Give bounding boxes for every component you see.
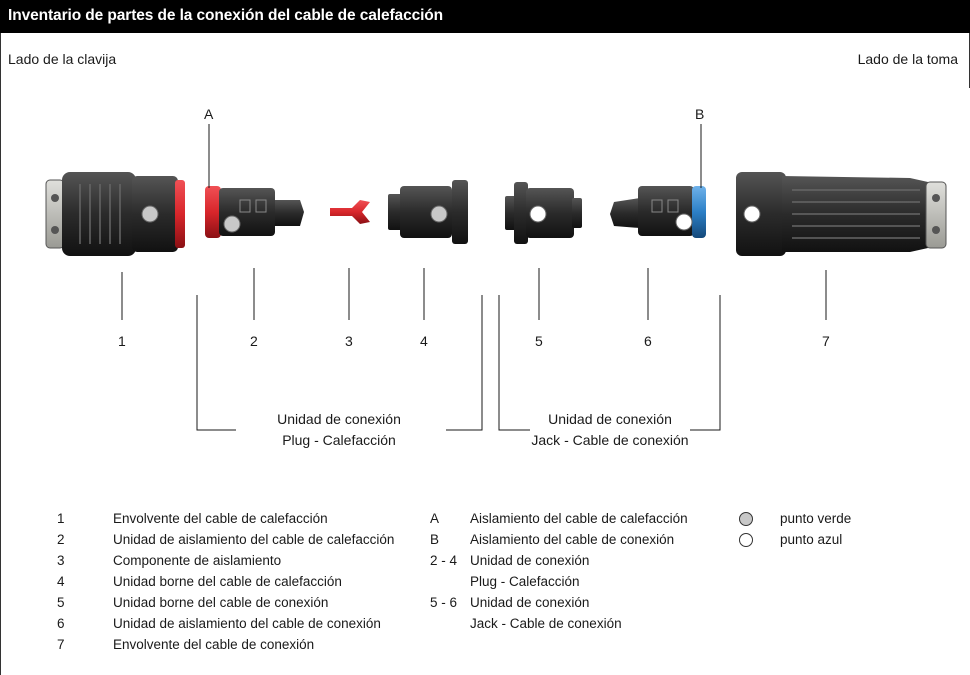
group-bracket-plug-left	[196, 295, 236, 431]
part-1-heating-cable-housing	[45, 172, 185, 256]
part-number-2: 2	[250, 333, 258, 349]
legend-dots: punto verde punto azul	[739, 508, 851, 550]
green-dot-marker	[141, 205, 159, 223]
green-dot-icon	[739, 511, 753, 526]
frame-left-border	[0, 33, 1, 675]
part-2-heating-insulation-unit	[205, 186, 304, 238]
part-3-insulation-component	[330, 200, 370, 224]
part-4-heating-terminal-unit	[388, 180, 468, 244]
blue-dot-marker	[675, 213, 693, 231]
green-dot-marker	[223, 215, 241, 233]
part-number-3: 3	[345, 333, 353, 349]
group-bracket-jack-left	[498, 295, 530, 431]
blue-dot-marker	[743, 205, 761, 223]
group-plug-line1: Unidad de conexión	[277, 411, 401, 427]
part-number-5: 5	[535, 333, 543, 349]
green-dot-marker	[430, 205, 448, 223]
callout-label-b: B	[695, 106, 704, 122]
legend-item: punto azul	[739, 529, 851, 550]
group-bracket-plug-right	[446, 295, 483, 431]
blue-dot-marker	[529, 205, 547, 223]
legend-item: punto verde	[739, 508, 851, 529]
title-bar: Inventario de partes de la conexión del …	[0, 0, 970, 33]
callout-label-a: A	[204, 106, 214, 122]
plug-side-label: Lado de la clavija	[8, 51, 117, 67]
group-plug-line2: Plug - Calefacción	[282, 432, 396, 448]
legend-item: Plug - Calefacción	[470, 574, 580, 589]
part-number-6: 6	[644, 333, 652, 349]
part-number-7: 7	[822, 333, 830, 349]
part-7-connection-cable-housing	[736, 172, 947, 256]
jack-side-label: Lado de la toma	[857, 51, 958, 67]
part-number-4: 4	[420, 333, 428, 349]
group-bracket-jack-right	[690, 295, 721, 431]
page-title: Inventario de partes de la conexión del …	[8, 7, 444, 24]
part-number-1: 1	[118, 333, 126, 349]
group-jack-line1: Unidad de conexión	[548, 411, 672, 427]
part-6-connection-insulation-unit	[610, 186, 706, 238]
legend-item: Jack - Cable de conexión	[470, 616, 622, 631]
group-jack-line2: Jack - Cable de conexión	[531, 432, 688, 448]
blue-dot-icon	[739, 532, 753, 547]
part-5-connection-terminal-unit	[505, 182, 582, 244]
